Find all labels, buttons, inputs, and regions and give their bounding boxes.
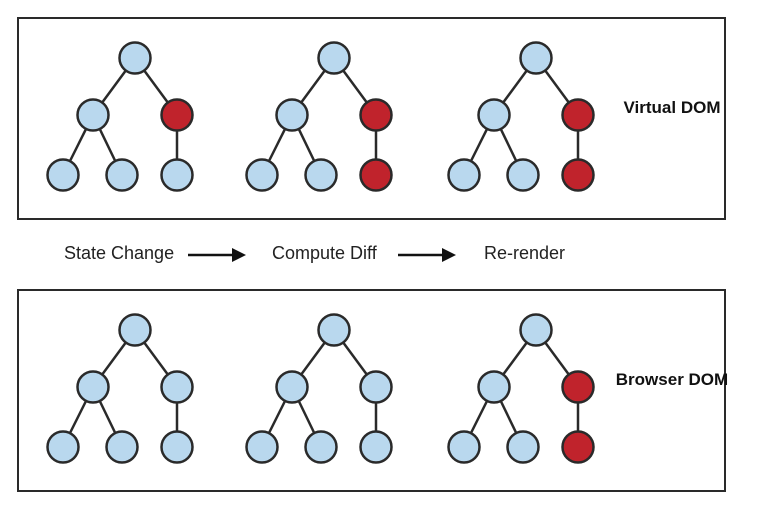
tree-node xyxy=(118,313,152,347)
right-arrow-icon xyxy=(398,248,456,262)
tree-node xyxy=(359,370,393,404)
tree-node xyxy=(519,41,553,75)
tree-node xyxy=(105,158,139,192)
dom-tree xyxy=(245,313,393,464)
dom-tree xyxy=(46,41,194,192)
browser-dom-label: Browser DOM xyxy=(615,370,729,389)
tree-node xyxy=(76,370,110,404)
tree-node xyxy=(447,158,481,192)
tree-node xyxy=(118,41,152,75)
tree-node xyxy=(317,313,351,347)
tree-node xyxy=(477,370,511,404)
dom-tree xyxy=(46,313,194,464)
changed-tree-node xyxy=(160,98,194,132)
tree-node xyxy=(245,430,279,464)
tree-node xyxy=(506,430,540,464)
tree-node xyxy=(506,158,540,192)
tree-node xyxy=(519,313,553,347)
changed-tree-node xyxy=(561,98,595,132)
step-state-change: State Change xyxy=(64,243,175,263)
tree-node xyxy=(359,430,393,464)
dom-tree xyxy=(245,41,393,192)
step-re-render: Re-render xyxy=(484,243,566,263)
changed-tree-node xyxy=(359,98,393,132)
step-compute-diff: Compute Diff xyxy=(272,243,377,263)
dom-tree xyxy=(447,41,595,192)
tree-node xyxy=(46,430,80,464)
changed-tree-node xyxy=(561,158,595,192)
tree-node xyxy=(160,430,194,464)
changed-tree-node xyxy=(561,430,595,464)
tree-node xyxy=(245,158,279,192)
right-arrow-icon xyxy=(188,248,246,262)
tree-node xyxy=(76,98,110,132)
tree-node xyxy=(477,98,511,132)
tree-node xyxy=(105,430,139,464)
tree-node xyxy=(304,430,338,464)
tree-node xyxy=(275,98,309,132)
tree-node xyxy=(275,370,309,404)
tree-node xyxy=(160,158,194,192)
virtual-dom-label: Virtual DOM xyxy=(623,98,721,117)
tree-node xyxy=(160,370,194,404)
dom-tree xyxy=(447,313,595,464)
tree-node xyxy=(46,158,80,192)
changed-tree-node xyxy=(359,158,393,192)
changed-tree-node xyxy=(561,370,595,404)
tree-node xyxy=(447,430,481,464)
tree-node xyxy=(317,41,351,75)
tree-node xyxy=(304,158,338,192)
